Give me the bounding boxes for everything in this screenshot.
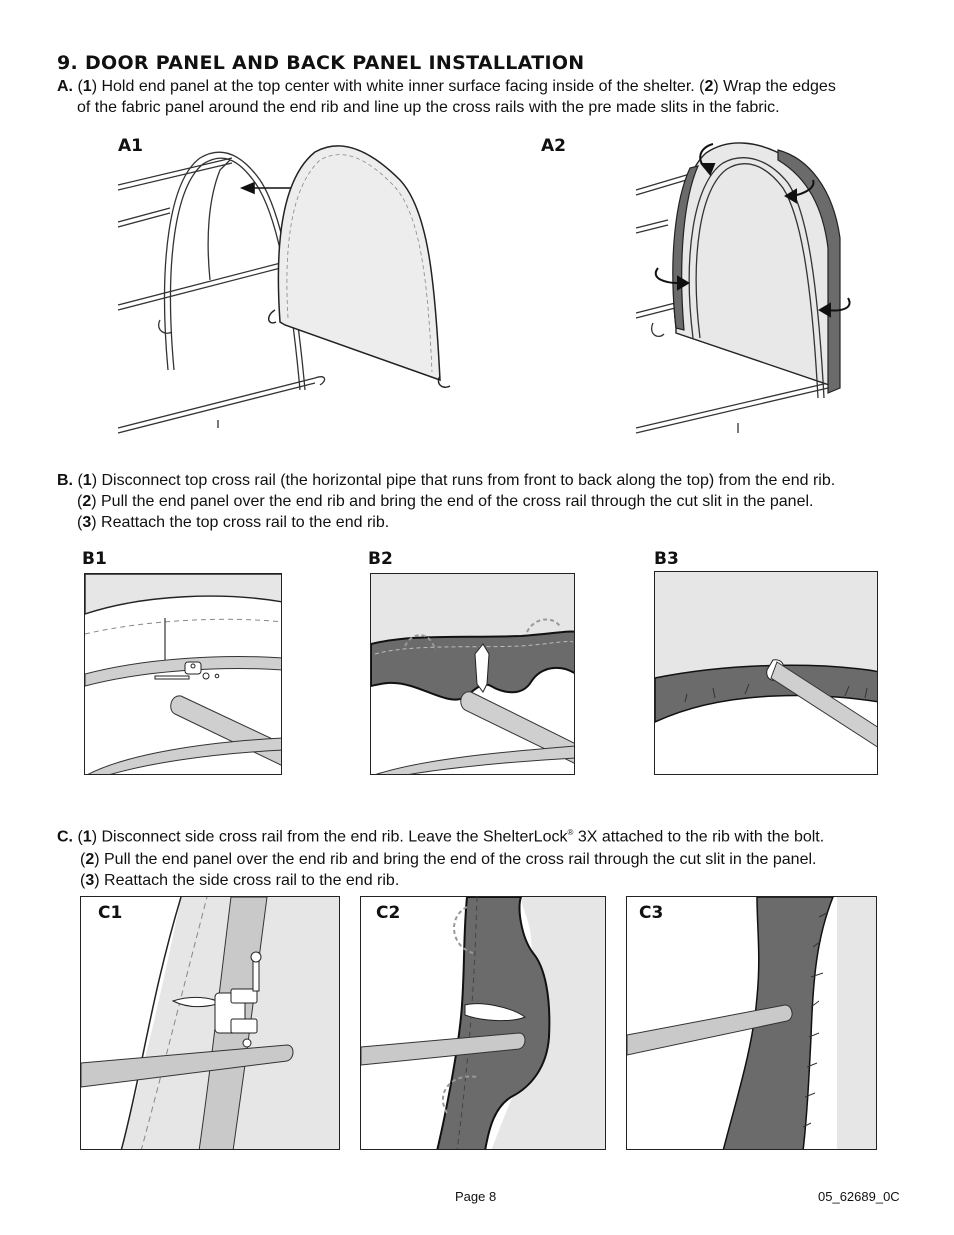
figure-a1 xyxy=(110,140,470,440)
figure-c1-label: C1 xyxy=(98,903,123,923)
figure-a2 xyxy=(628,138,868,438)
figure-c3 xyxy=(626,896,877,1150)
step-a-line-2: of the fabric panel around the end rib a… xyxy=(77,99,780,116)
step-b-text: B. (1) Disconnect top cross rail (the ho… xyxy=(57,470,927,533)
figure-b3 xyxy=(654,571,878,775)
figure-b1 xyxy=(84,573,282,775)
figure-a2-label: A2 xyxy=(541,136,566,156)
figure-b3-label: B3 xyxy=(654,549,679,569)
step-c-line-2: (2) Pull the end panel over the end rib … xyxy=(80,851,817,869)
step-a-line-1: A. (1) Hold end panel at the top center … xyxy=(57,78,836,95)
figure-c2 xyxy=(360,896,606,1150)
step-a-text: A. (1) Hold end panel at the top center … xyxy=(57,76,917,118)
step-a-label: A. xyxy=(57,78,73,95)
step-c-line-1: C. (1) Disconnect side cross rail from t… xyxy=(57,828,825,846)
figure-b1-label: B1 xyxy=(82,549,107,569)
step-b-line-1: B. (1) Disconnect top cross rail (the ho… xyxy=(57,472,836,489)
document-code: 05_62689_0C xyxy=(818,1189,900,1204)
step-b-line-2: (2) Pull the end panel over the end rib … xyxy=(77,493,814,510)
step-c-text: C. (1) Disconnect side cross rail from t… xyxy=(57,822,927,891)
step-b-label: B. xyxy=(57,472,73,489)
figure-c1 xyxy=(80,896,340,1150)
page-number: Page 8 xyxy=(455,1189,497,1204)
figure-a1-label: A1 xyxy=(118,136,143,156)
figure-b2 xyxy=(370,573,575,775)
step-b-line-3: (3) Reattach the top cross rail to the e… xyxy=(77,514,390,531)
figure-c3-label: C3 xyxy=(639,903,664,923)
figure-c2-label: C2 xyxy=(376,903,401,923)
step-c-label: C. xyxy=(57,828,73,846)
step-c-line-3: (3) Reattach the side cross rail to the … xyxy=(80,872,400,890)
section-title: 9. DOOR PANEL AND BACK PANEL INSTALLATIO… xyxy=(57,52,585,74)
figure-b2-label: B2 xyxy=(368,549,393,569)
